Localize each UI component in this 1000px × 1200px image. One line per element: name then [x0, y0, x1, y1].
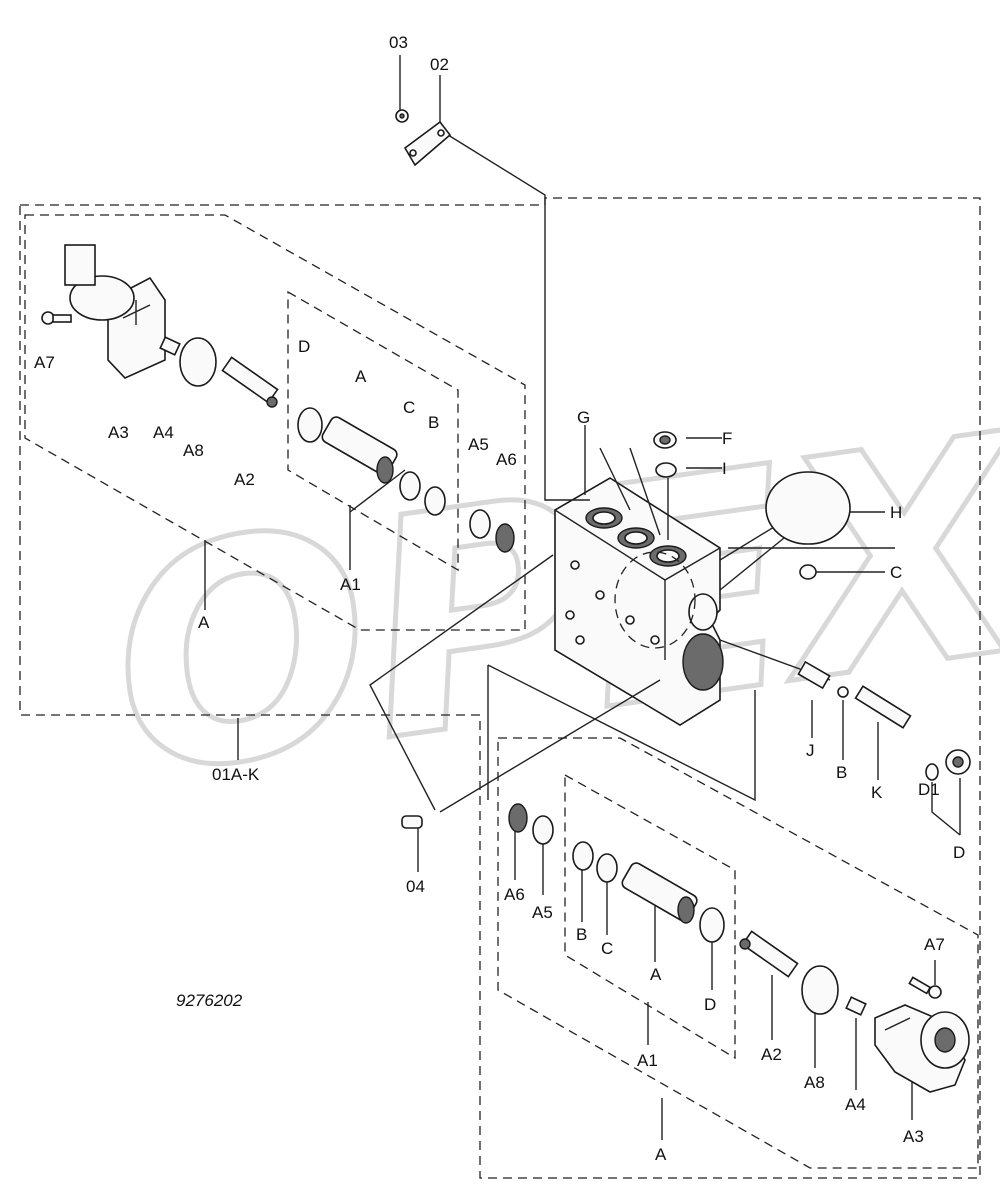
valve-body	[554, 477, 724, 726]
left-spool-a	[321, 416, 398, 484]
left-plunger-a2	[221, 356, 279, 408]
left-seat-a5	[469, 509, 491, 539]
label-a5-left: A5	[468, 435, 489, 454]
left-oring-d	[297, 407, 323, 443]
lower-washer-a6	[508, 803, 528, 833]
label-a-spool-left: A	[355, 367, 367, 386]
left-washer-a6	[495, 523, 515, 553]
ring-d1	[925, 763, 939, 781]
fitting-j	[797, 660, 831, 690]
drawing-code: 9276202	[176, 991, 243, 1010]
label-a4-lower: A4	[845, 1095, 866, 1114]
label-a4-left: A4	[153, 423, 174, 442]
cover-plate-02	[403, 120, 452, 167]
label-a7-lower: A7	[924, 935, 945, 954]
label-b-right: B	[836, 763, 847, 782]
label-03: 03	[389, 33, 408, 52]
lower-bolt-a7	[908, 976, 942, 999]
label-a2-left: A2	[234, 470, 255, 489]
label-i: I	[722, 459, 727, 478]
label-g: G	[577, 408, 590, 427]
label-c-lower: C	[601, 939, 613, 958]
lower-oring-d	[699, 907, 725, 943]
label-a8-left: A8	[183, 441, 204, 460]
label-d-right: D	[953, 843, 965, 862]
label-a-left: A	[198, 613, 210, 632]
label-a-lower: A	[655, 1145, 667, 1164]
label-02: 02	[430, 55, 449, 74]
plate-h	[765, 471, 851, 545]
label-a6-left: A6	[496, 450, 517, 469]
label-a7-left: A7	[34, 353, 55, 372]
lower-plunger-a2	[739, 930, 799, 978]
label-a1-left: A1	[340, 575, 361, 594]
screw-03	[395, 109, 409, 123]
lower-spring-a4	[845, 996, 867, 1016]
ring-i	[655, 462, 677, 478]
label-a8-lower: A8	[804, 1073, 825, 1092]
lower-seat-a5	[532, 815, 554, 845]
callout-labels: 03 02 A7 A3 A4 A8 A2 D A C B A5 A6 A1 A …	[34, 33, 965, 1164]
label-b-lower: B	[576, 925, 587, 944]
left-spool-boundary	[287, 290, 459, 572]
label-b-left: B	[428, 413, 439, 432]
left-spring-a4	[159, 336, 181, 356]
lower-solenoid-a3	[874, 1004, 970, 1093]
label-h: H	[890, 503, 902, 522]
pin-04	[401, 815, 423, 829]
label-f: F	[722, 429, 732, 448]
left-oring-c	[399, 471, 421, 501]
label-a6-lower: A6	[504, 885, 525, 904]
label-a3-lower: A3	[903, 1127, 924, 1146]
label-j: J	[806, 741, 815, 760]
left-bolt-a7	[41, 311, 72, 325]
left-oring-a8	[179, 337, 217, 387]
plug-d	[945, 749, 971, 775]
label-k: K	[871, 783, 883, 802]
left-solenoid-a3	[64, 244, 166, 379]
label-d-left: D	[298, 337, 310, 356]
lower-spool-boundary	[564, 773, 736, 1060]
left-oring-b	[424, 486, 446, 516]
label-a1-lower: A1	[637, 1051, 658, 1070]
label-d1: D1	[918, 780, 940, 799]
plug-f	[653, 431, 677, 449]
left-section-boundary	[24, 214, 526, 631]
label-a-spool-lower: A	[650, 965, 662, 984]
label-a5-lower: A5	[532, 903, 553, 922]
lower-oring-c	[596, 853, 618, 883]
label-c-left: C	[403, 398, 415, 417]
lower-spool-a	[621, 862, 698, 924]
lower-oring-b	[572, 841, 594, 871]
pin-k	[854, 685, 912, 729]
lower-section-boundary	[497, 737, 979, 1169]
label-a3-left: A3	[108, 423, 129, 442]
lower-oring-a8	[801, 965, 839, 1015]
label-a2-lower: A2	[761, 1045, 782, 1064]
ball-b	[837, 686, 849, 698]
label-01a-k: 01A-K	[212, 765, 260, 784]
label-04: 04	[406, 877, 425, 896]
label-c-right: C	[890, 563, 902, 582]
label-d-lower: D	[704, 995, 716, 1014]
ring-c-right	[799, 564, 817, 580]
